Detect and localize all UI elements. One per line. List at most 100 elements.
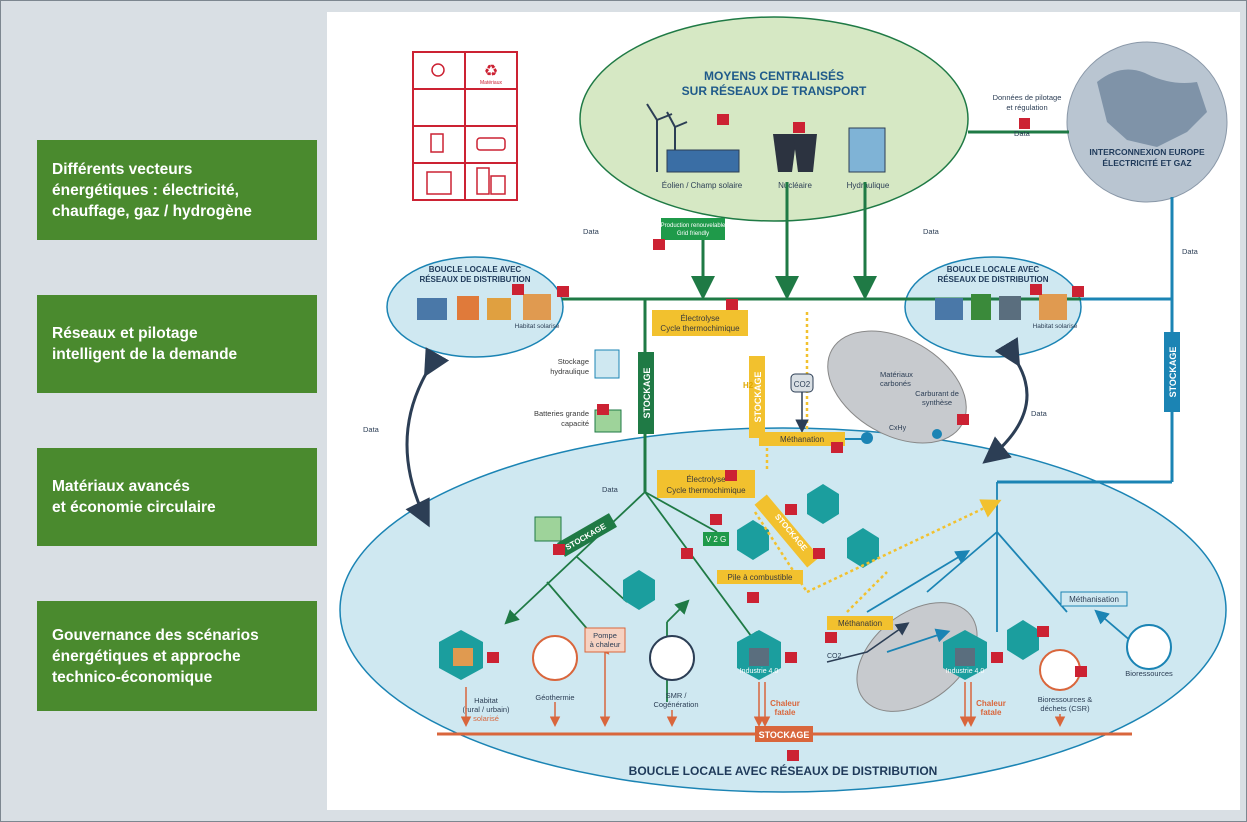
electrolyse-label-upper: Électrolyse (680, 314, 720, 323)
methanation-label: Méthanation (780, 435, 824, 444)
stockage-hydraulique-label-2: hydraulique (550, 367, 589, 376)
hydraulique-label: Hydraulique (847, 181, 890, 190)
boucle-left-title-2: RÉSEAUX DE DISTRIBUTION (419, 275, 530, 284)
factory-icon (971, 294, 991, 320)
battery-icon (534, 516, 562, 542)
data-label: Data (1031, 409, 1048, 418)
electric-storage-bar (638, 352, 654, 434)
hydraulic-dam-icon (848, 127, 886, 173)
habitat-label-1: Habitat (474, 696, 499, 705)
boucle-right-title-1: BOUCLE LOCALE AVEC (947, 265, 1040, 274)
production-box (661, 218, 725, 240)
sidebar-item-gouvernance: Gouvernance des scénarios énergétiques e… (37, 601, 317, 711)
pompe-label-1: Pompe (593, 631, 617, 640)
gas-storage-label: STOCKAGE (1168, 347, 1178, 398)
electrolyse-box-upper (652, 310, 748, 336)
data-label: Data (583, 227, 600, 236)
chaleur-label-2: fatale (775, 708, 796, 717)
v2g-box (703, 532, 729, 546)
lower-network-lines (504, 491, 760, 702)
electrolyse-box-lower (657, 470, 755, 498)
industrie-label: Industrie 4.0 (946, 668, 985, 675)
solar-hexagon-icon (623, 570, 655, 610)
molecule-node (861, 432, 873, 444)
building-icon (523, 294, 551, 320)
building-icon (1039, 294, 1067, 320)
interconnexion-label-1: INTERCONNEXION EUROPE (1089, 147, 1205, 157)
robot-arm-icon (999, 296, 1021, 320)
donnees-pilotage-label-2: et régulation (1006, 103, 1047, 112)
puzzle-materiaux-label: Matériaux (480, 80, 502, 86)
industrie-label: Industrie 4.0 (740, 668, 779, 675)
v2g-label: V 2 G (706, 535, 726, 544)
co2-tag-icon (1019, 118, 1030, 129)
sidebar-item-reseaux: Réseaux et pilotage intelligent de la de… (37, 295, 317, 393)
co2-tag-group (487, 114, 1087, 761)
methanisation-label: Méthanisation (1069, 595, 1119, 604)
truck-icon (847, 528, 879, 568)
boucle-bottom-title: BOUCLE LOCALE AVEC RÉSEAUX DE DISTRIBUTI… (629, 763, 938, 778)
bioressources-dechets-label-1: Bioressources & (1038, 695, 1093, 704)
stockage-hydraulique-label-1: Stockage (558, 357, 589, 366)
habitat-label-3: solarisé (473, 714, 499, 723)
smr-icon (649, 635, 695, 681)
data-label: Data (363, 425, 380, 434)
boucle-right-title-2: RÉSEAUX DE DISTRIBUTION (937, 275, 1048, 284)
truck-icon (1007, 620, 1039, 660)
chaleur-label-1: Chaleur (976, 699, 1006, 708)
battery-storage-diagonal (557, 513, 617, 557)
h2-label: H2 (743, 381, 754, 390)
boucle-left-title-1: BOUCLE LOCALE AVEC (429, 265, 522, 274)
central-title-2: SUR RÉSEAUX DE TRANSPORT (682, 83, 867, 98)
solar-panel-icon (935, 298, 963, 320)
solar-panel-icon (417, 298, 447, 320)
cycle-label-upper: Cycle thermochimique (660, 324, 740, 333)
data-label: Data (923, 227, 940, 236)
production-label-2: Grid friendly (677, 231, 709, 237)
geothermie-icon (532, 635, 578, 681)
house-icon (487, 298, 511, 320)
methanation-lower-box (827, 616, 893, 630)
bidirectional-arrow-left (405, 347, 450, 528)
puzzle-icon (412, 51, 518, 201)
europe-map-icon (1097, 69, 1207, 147)
bioressources-dechets-icon (1039, 649, 1081, 691)
cycle-label-lower: Cycle thermochimique (666, 486, 746, 495)
robot-arm-icon (955, 648, 975, 666)
central-title-1: MOYENS CENTRALISÉS (704, 68, 844, 83)
materiaux-carbones-label-1: Matériaux (880, 370, 913, 379)
eolien-label: Éolien / Champ solaire (662, 181, 743, 190)
methanation-lower-label: Méthanation (838, 619, 882, 628)
robot-arm-icon (749, 648, 769, 666)
nucleaire-label: Nucléaire (778, 181, 812, 190)
habitat-solarise-left: Habitat solarisé (515, 323, 560, 330)
chxy-label: CxHy (889, 425, 907, 432)
h2-storage-diagonal (754, 494, 820, 568)
donnees-pilotage-label-1: Données de pilotage (993, 93, 1062, 102)
h2-storage-bar (749, 356, 765, 438)
solar-panel-icon (666, 149, 740, 173)
heat-storage-box (755, 726, 813, 742)
gas-storage-bar (1164, 332, 1180, 412)
batteries-label-1: Batteries grande (534, 409, 589, 418)
heat-down-arrows (460, 652, 1066, 727)
central-means-ellipse (579, 16, 969, 222)
recycle-icon: ♻ (484, 63, 498, 80)
co2-lower-label: CO2 (827, 653, 842, 660)
car-icon (476, 137, 506, 151)
materiaux-carbones-label-2: carbonés (880, 379, 911, 388)
h2-storage-label: STOCKAGE (753, 372, 763, 423)
factory-icon (426, 171, 452, 195)
co2-capture-arrow (826, 622, 910, 663)
electric-storage-label: STOCKAGE (642, 368, 652, 419)
pile-label: Pile à combustible (728, 573, 793, 582)
bioressources-icon (1126, 624, 1172, 670)
habitat-label-2: (rural / urbain) (462, 705, 510, 714)
sidebar-item-vecteurs: Différents vecteurs énergétiques : élect… (37, 140, 317, 240)
sun-icon (431, 63, 445, 77)
heat-storage-label: STOCKAGE (759, 730, 810, 740)
train-icon (807, 484, 839, 524)
ev-hexagon-icon (737, 520, 769, 560)
hydraulic-storage-icon (594, 349, 620, 379)
geothermie-label: Géothermie (535, 693, 574, 702)
